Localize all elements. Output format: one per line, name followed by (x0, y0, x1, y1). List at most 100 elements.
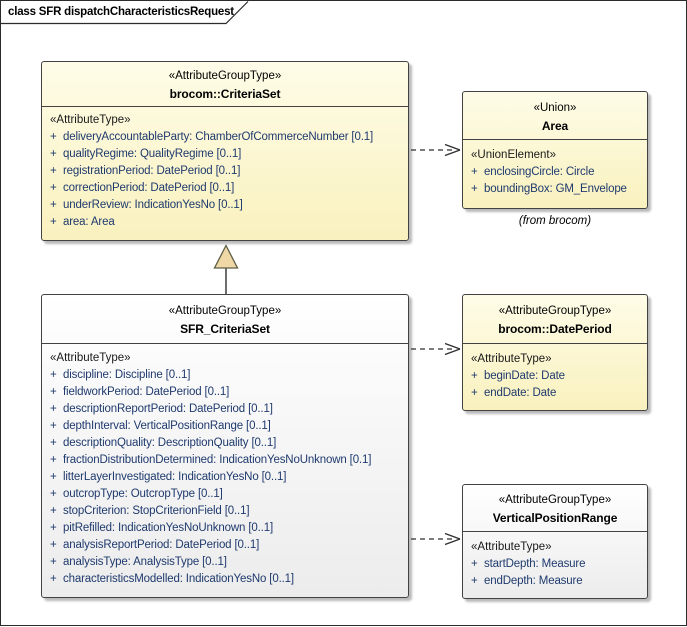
attribute-row: + descriptionReportPeriod: DatePeriod [0.… (48, 401, 405, 418)
class-header: «AttributeGroupType» brocom::DatePeriod (463, 295, 647, 344)
attribute-text: endDate: Date (484, 387, 557, 399)
stereotype-label: «Union» (533, 102, 577, 114)
attribute-row: + boundingBox: GM_Envelope (469, 181, 644, 198)
attribute-text: enclosingCircle: Circle (484, 166, 595, 178)
class-box-verticalpositionrange[interactable]: «AttributeGroupType» VerticalPositionRan… (462, 484, 648, 599)
attribute-row: + analysisType: AnalysisType [0..1] (48, 554, 405, 571)
stereotype-label: «AttributeGroupType» (168, 305, 282, 317)
attribute-text: discipline: Discipline [0..1] (63, 369, 191, 381)
section-label: «UnionElement» (471, 149, 557, 161)
class-name: SFR_CriteriaSet (180, 322, 270, 336)
attribute-row: + underReview: IndicationYesNo [0..1] (48, 197, 405, 214)
visibility-symbol: + (50, 556, 57, 568)
dependency-arrow-sfr-dateperiod[interactable] (411, 342, 461, 356)
visibility-symbol: + (50, 216, 57, 228)
attribute-text: litterLayerInvestigated: IndicationYesNo… (63, 471, 287, 483)
visibility-symbol: + (50, 454, 57, 466)
attribute-text: underReview: IndicationYesNo [0..1] (63, 199, 243, 211)
class-name: brocom::CriteriaSet (169, 87, 281, 101)
visibility-symbol: + (50, 573, 57, 585)
attribute-text: fractionDistributionDetermined: Indicati… (63, 454, 372, 466)
visibility-symbol: + (50, 369, 57, 381)
attribute-row: + characteristicsModelled: IndicationYesN… (48, 571, 405, 588)
attribute-text: boundingBox: GM_Envelope (484, 183, 627, 195)
attribute-row: + fieldworkPeriod: DatePeriod [0..1] (48, 384, 405, 401)
attributes-compartment: «UnionElement» +enclosingCircle: Circle … (463, 140, 647, 198)
section-label: «AttributeType» (50, 352, 131, 364)
class-header: «Union» Area (463, 92, 647, 140)
visibility-symbol: + (50, 131, 57, 143)
dependency-arrow-criteriaset-area[interactable] (411, 143, 461, 157)
diagram-frame-tab: class SFR dispatchCharacteristicsRequest (1, 1, 248, 23)
visibility-symbol: + (471, 370, 478, 382)
attribute-row: + enclosingCircle: Circle (469, 164, 644, 181)
attribute-row: + deliveryAccountableParty: ChamberOfComm… (48, 129, 405, 146)
attribute-text: analysisType: AnalysisType [0..1] (63, 556, 227, 568)
visibility-symbol: + (50, 437, 57, 449)
attribute-text: descriptionQuality: DescriptionQuality [… (63, 437, 277, 449)
attributes-compartment: «AttributeType» + discipline: Discipline … (42, 344, 408, 588)
attribute-text: characteristicsModelled: IndicationYesNo… (63, 573, 294, 585)
visibility-symbol: + (471, 387, 478, 399)
diagram-title: class SFR dispatchCharacteristicsRequest (8, 6, 234, 18)
visibility-symbol: + (471, 575, 478, 587)
class-box-brocom-criteriaset[interactable]: «AttributeGroupType» brocom::CriteriaSet… (41, 61, 409, 241)
visibility-symbol: + (50, 386, 57, 398)
visibility-symbol: + (50, 539, 57, 551)
attribute-text: fieldworkPeriod: DatePeriod [0..1] (63, 386, 230, 398)
attributes-compartment: «AttributeType» + beginDate: Date + endDat… (463, 344, 647, 402)
attribute-row: +qualityRegime: QualityRegime [0..1] (48, 146, 405, 163)
attribute-row: +pitRefilled: IndicationYesNoUnknown [0.… (48, 520, 405, 537)
class-box-brocom-dateperiod[interactable]: «AttributeGroupType» brocom::DatePeriod … (462, 294, 648, 411)
class-box-area[interactable]: «Union» Area «UnionElement» + enclosingCi… (462, 91, 648, 209)
visibility-symbol: + (50, 505, 57, 517)
visibility-symbol: + (50, 403, 57, 415)
attribute-row: + correctionPeriod: DatePeriod [0..1] (48, 180, 405, 197)
class-name: brocom::DatePeriod (498, 322, 612, 336)
attribute-text: correctionPeriod: DatePeriod [0..1] (63, 182, 235, 194)
attribute-row: + discipline: Discipline [0..1] (48, 367, 405, 384)
visibility-symbol: + (471, 183, 478, 195)
class-header: «AttributeGroupType» VerticalPositionRan… (463, 485, 647, 532)
visibility-symbol: + (471, 558, 478, 570)
class-name: VerticalPositionRange (492, 511, 618, 525)
section-label: «AttributeType» (471, 541, 552, 553)
attribute-text: descriptionReportPeriod: DatePeriod [0..… (63, 403, 273, 415)
stereotype-label: «AttributeGroupType» (498, 305, 612, 317)
visibility-symbol: + (50, 420, 57, 432)
class-box-sfr-criteriaset[interactable]: «AttributeGroupType» SFR_CriteriaSet «At… (41, 294, 409, 598)
attribute-text: deliveryAccountableParty: ChamberOfComme… (63, 131, 374, 143)
attribute-text: analysisReportPeriod: DatePeriod [0..1] (63, 539, 260, 551)
visibility-symbol: + (471, 166, 478, 178)
dependency-arrow-sfr-verticalpositionrange[interactable] (411, 532, 461, 546)
visibility-symbol: + (50, 199, 57, 211)
attribute-text: endDepth: Measure (484, 575, 583, 587)
attribute-row: + endDepth: Measure (469, 573, 644, 590)
attribute-text: beginDate: Date (484, 370, 565, 382)
stereotype-label: «AttributeGroupType» (498, 494, 612, 506)
attribute-row: + beginDate: Date (469, 368, 644, 385)
attribute-row: + descriptionQuality: DescriptionQuality … (48, 435, 405, 452)
section-label: «AttributeType» (50, 114, 131, 126)
class-header: «AttributeGroupType» brocom::CriteriaSet (42, 62, 408, 107)
attribute-row: +startDepth: Measure (469, 556, 644, 573)
visibility-symbol: + (50, 488, 57, 500)
visibility-symbol: + (50, 522, 57, 534)
generalization-arrow[interactable] (213, 244, 239, 295)
class-header: «AttributeGroupType» SFR_CriteriaSet (42, 295, 408, 344)
attribute-row: + stopCriterion: StopCriterionField [0..1… (48, 503, 405, 520)
attribute-row: + endDate: Date (469, 385, 644, 402)
visibility-symbol: + (50, 182, 57, 194)
visibility-symbol: + (50, 471, 57, 483)
attribute-text: outcropType: OutcropType [0..1] (63, 488, 223, 500)
stereotype-label: «AttributeGroupType» (168, 70, 282, 82)
attribute-text: depthInterval: VerticalPositionRange [0.… (63, 420, 271, 432)
attributes-compartment: «AttributeType» + deliveryAccountablePart… (42, 107, 408, 231)
visibility-symbol: + (50, 148, 57, 160)
attribute-row: +area: Area (48, 214, 405, 231)
attribute-row: + outcropType: OutcropType [0..1] (48, 486, 405, 503)
attribute-text: stopCriterion: StopCriterionField [0..1] (63, 505, 250, 517)
attribute-text: registrationPeriod: DatePeriod [0..1] (63, 165, 241, 177)
section-label: «AttributeType» (471, 353, 552, 365)
